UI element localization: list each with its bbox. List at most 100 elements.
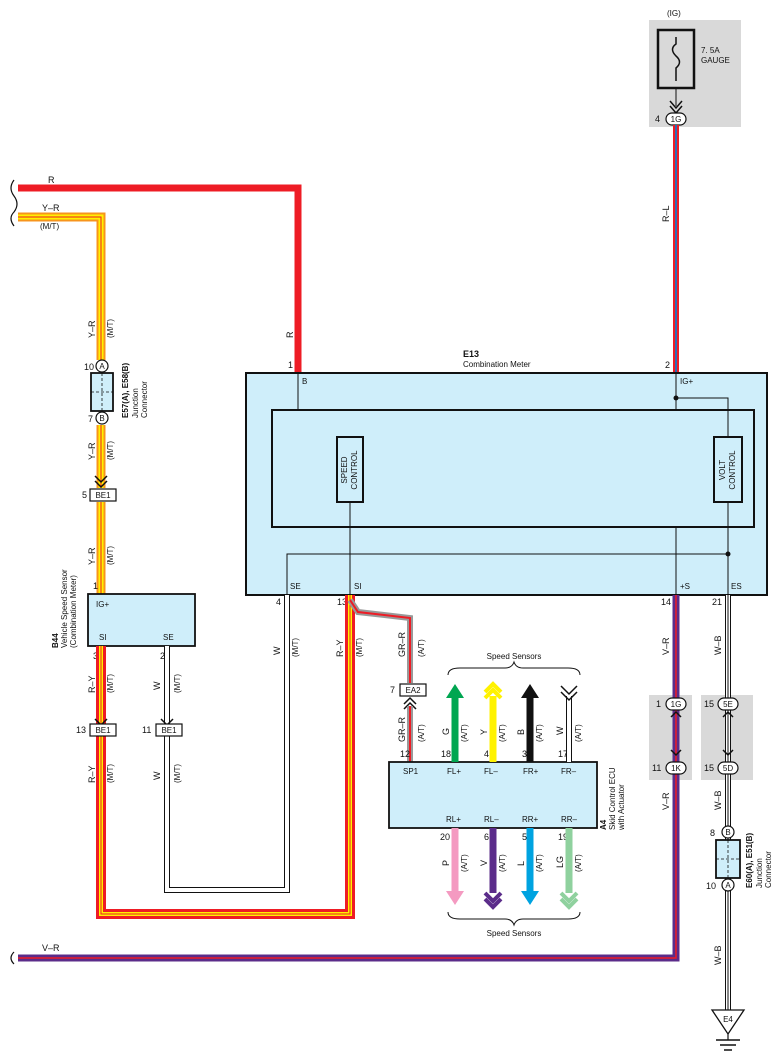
wire-ry-stripe: [100, 595, 351, 915]
sensor-name2: (Combination Meter): [69, 575, 78, 648]
connector-5e: [717, 697, 739, 711]
wire-break-bottom: [10, 951, 15, 965]
wire-label-wb-1: W–B: [713, 635, 723, 655]
wire-label-wb-3: W–B: [713, 945, 723, 965]
meter-name: Combination Meter: [463, 360, 531, 369]
wire-label-at-p: (A/T): [460, 854, 469, 872]
wire-label-vr-1: V–R: [661, 637, 671, 655]
wire-label-at-lg: (A/T): [574, 854, 583, 872]
pin-17-ecu: 17: [558, 749, 568, 759]
ecu-term-rlm: RL–: [484, 815, 499, 824]
pin-2-meter: 2: [665, 360, 670, 370]
wire-w-inner: [165, 595, 289, 892]
wire-label-mt-2: (M/T): [106, 441, 115, 460]
ecu-term-frp: FR+: [523, 767, 539, 776]
wire-label-at-y: (A/T): [498, 724, 507, 742]
jc2-pin-b: [721, 825, 735, 839]
pin-21-meter: 21: [712, 597, 722, 607]
wire-label-vr-bottom: V–R: [42, 943, 60, 953]
jc1-name2: Connector: [140, 381, 149, 418]
wire-label-yr-2: Y–R: [87, 442, 97, 460]
fuse-rating: 7. 5A: [701, 46, 720, 55]
meter-term-si: SI: [354, 582, 362, 591]
ecu-term-rrm: RR–: [561, 815, 578, 824]
ecu-name2: with Actuator: [617, 784, 626, 831]
pin-1-sensor: 1: [93, 581, 98, 591]
fuse-circuit-label: (IG): [667, 9, 681, 18]
sensor-code: B44: [51, 633, 60, 648]
pin-15-5d: 15: [704, 763, 714, 773]
pin-7-ea2: 7: [390, 685, 395, 695]
connector-5e-label: 5E: [723, 700, 733, 709]
jc2-code: E60(A), E51(B): [745, 833, 754, 888]
pin-4-meter: 4: [276, 597, 281, 607]
speed-sensors-label-top: Speed Sensors: [487, 652, 542, 661]
connector-5d: [717, 761, 739, 775]
speed-sensors-bracket-top: [447, 660, 581, 676]
connector-be1-1: [89, 488, 117, 502]
wire-label-l: L: [516, 861, 526, 866]
ecu-term-rlp: RL+: [446, 815, 461, 824]
wire-label-v: V: [479, 860, 489, 866]
wire-label-w-1: W: [152, 681, 162, 690]
speed-sensors-label-bottom: Speed Sensors: [487, 929, 542, 938]
pin-15-5e: 15: [704, 699, 714, 709]
jc2-pin-b-label: B: [725, 828, 730, 837]
meter-term-s: +S: [680, 582, 690, 591]
wire-rr-plus: [521, 828, 539, 905]
connector-ea2: [399, 683, 427, 697]
connector-5d-label: 5D: [723, 764, 733, 773]
ecu-term-frm: FR–: [561, 767, 577, 776]
ecu-term-flp: FL+: [447, 767, 461, 776]
pin-2-sensor: 2: [160, 651, 165, 661]
wire-label-mt-3: (M/T): [106, 546, 115, 565]
wire-label-w-2: W: [152, 771, 162, 780]
jc1-name1: Junction: [131, 388, 140, 418]
wire-label-ry-2: R–Y: [87, 765, 97, 783]
wire-label-lg: LG: [555, 856, 565, 868]
pin-13-meter: 13: [337, 597, 347, 607]
fuse-icon: [671, 37, 681, 81]
wire-label-mt-1: (M/T): [106, 319, 115, 338]
ecu-code: A4: [599, 819, 608, 830]
wire-label-at-grr-1: (A/T): [417, 639, 426, 657]
jc1-code: E57(A), E58(B): [121, 363, 130, 418]
connector-1g-top: 1G: [671, 115, 682, 124]
speed-sensors-bracket-bottom: [447, 911, 581, 927]
wire-vr-stripe: [18, 595, 677, 959]
ground-e4-label: E4: [723, 1015, 733, 1024]
connector-be1-2: [89, 723, 117, 737]
meter-term-se: SE: [290, 582, 301, 591]
sensor-name1: Vehicle Speed Sensor: [60, 569, 69, 648]
connector-be1-1-label: BE1: [95, 491, 111, 500]
pin-3-sensor: 3: [93, 651, 98, 661]
connector-be1-3: [155, 723, 183, 737]
connector-1k-label: 1K: [671, 764, 681, 773]
wire-label-r-top: R: [48, 175, 55, 185]
ecu-term-flm: FL–: [484, 767, 498, 776]
wire-label-yr-top: Y–R: [42, 203, 60, 213]
wire-label-vr-2: V–R: [661, 792, 671, 810]
wire-label-ry-meter: R–Y: [335, 639, 345, 657]
wire-yr-stripe-top: [18, 216, 102, 360]
connector-be1-2-label: BE1: [95, 726, 111, 735]
wire-grr-inner: [349, 599, 411, 683]
volt-control-2: CONTROL: [728, 450, 737, 490]
pin-1-1g: 1: [656, 699, 661, 709]
connector-1g-label: 1G: [671, 700, 682, 709]
sensor-term-ig: IG+: [96, 600, 109, 609]
wire-label-w-ecu: W: [555, 726, 565, 735]
jc2-name2: Connector: [764, 851, 773, 888]
wire-label-grr-1: GR–R: [397, 631, 407, 657]
jc2-pin-a-label: A: [725, 881, 731, 890]
meter-term-b: B: [302, 377, 307, 386]
wire-break-top: [10, 179, 18, 227]
wire-label-b: B: [516, 729, 526, 735]
meter-term-es: ES: [731, 582, 742, 591]
speed-control-1: SPEED: [340, 456, 349, 483]
connector-1k: [665, 761, 687, 775]
volt-control-1: VOLT: [718, 460, 727, 480]
wire-label-mt-top: (M/T): [40, 222, 59, 231]
wire-rl-minus: [483, 828, 503, 910]
wire-label-mt-ry-1: (M/T): [106, 674, 115, 693]
